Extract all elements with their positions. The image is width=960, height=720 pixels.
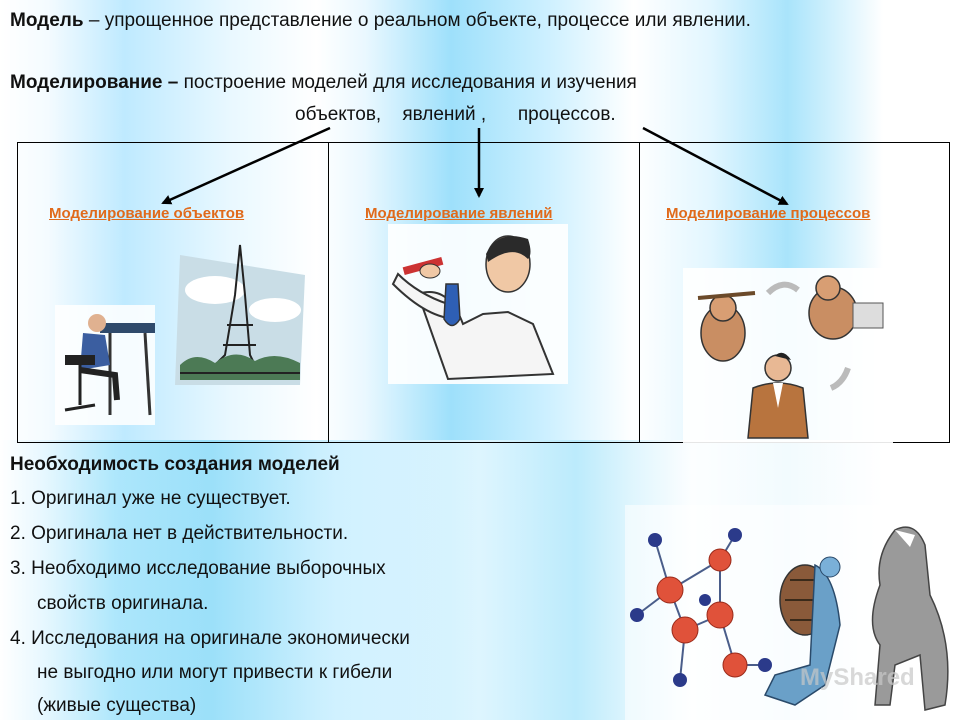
column-divider bbox=[328, 142, 329, 443]
link-phenomena-modeling[interactable]: Моделирование явлений bbox=[365, 205, 553, 222]
objects-illustration bbox=[55, 244, 305, 425]
necessity-item-3-cont: свойств оригинала. bbox=[37, 593, 209, 614]
model-dash: – bbox=[83, 10, 105, 31]
necessity-item-4: 4. Исследования на оригинале экономическ… bbox=[10, 628, 410, 649]
necessity-title: Необходимость создания моделей bbox=[10, 454, 340, 475]
necessity-item-3: 3. Необходимо исследование выборочных bbox=[10, 558, 386, 579]
arrow-objects bbox=[161, 126, 331, 205]
column-divider bbox=[639, 142, 640, 443]
model-text: упрощенное представление о реальном объе… bbox=[104, 10, 751, 31]
phenomena-illustration bbox=[388, 224, 568, 384]
modeling-text: построение моделей для исследования и из… bbox=[178, 72, 637, 93]
necessity-item-2: 2. Оригинала нет в действительности. bbox=[10, 523, 349, 544]
necessity-item-4-cont2: (живые существа) bbox=[37, 695, 197, 716]
link-objects-modeling[interactable]: Моделирование объектов bbox=[49, 205, 245, 222]
processes-illustration bbox=[683, 268, 893, 443]
necessity-item-4-cont: не выгодно или могут привести к гибели bbox=[37, 662, 393, 683]
modeling-definition-line2: объектов, явлений , процессов. bbox=[295, 104, 616, 125]
model-term: Модель bbox=[10, 10, 84, 31]
necessity-item-1: 1. Оригинал уже не существует. bbox=[10, 488, 291, 509]
modeling-definition: Моделирование – построение моделей для и… bbox=[10, 72, 637, 94]
arrow-processes bbox=[642, 126, 789, 206]
modeling-types-table bbox=[17, 142, 950, 443]
watermark: MyShared bbox=[800, 664, 915, 691]
link-processes-modeling[interactable]: Моделирование процессов bbox=[666, 205, 871, 222]
models-illustration bbox=[625, 505, 960, 720]
modeling-term: Моделирование – bbox=[10, 72, 179, 93]
model-definition: Модель – упрощенное представление о реал… bbox=[10, 10, 751, 32]
